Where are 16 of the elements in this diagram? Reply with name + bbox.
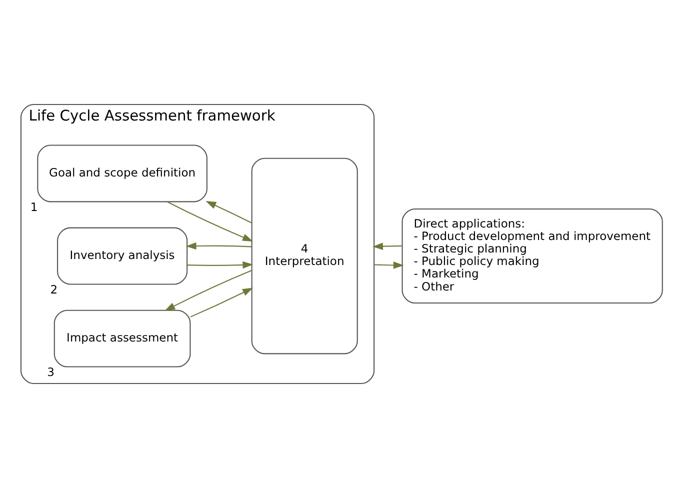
node-label: 2 <box>50 282 58 296</box>
arrow <box>206 201 252 224</box>
node-box: 4 Interpretation <box>251 158 358 354</box>
arrow <box>372 242 402 250</box>
node-label: 1 <box>30 200 38 214</box>
arrow <box>186 242 252 250</box>
node-box: Goal and scope definition <box>37 144 208 202</box>
node-box: Direct applications: - Product development and improvement - Strategic planning - Public policy making - Marketing - Other <box>402 208 663 304</box>
arrow <box>187 261 254 269</box>
node-label: 3 <box>47 364 54 379</box>
node-box: Impact assessment <box>54 310 191 368</box>
arrow <box>374 262 404 269</box>
arrow <box>167 201 254 242</box>
arrow <box>190 288 254 318</box>
node-box: Inventory analysis <box>57 227 188 285</box>
arrow <box>164 270 252 311</box>
